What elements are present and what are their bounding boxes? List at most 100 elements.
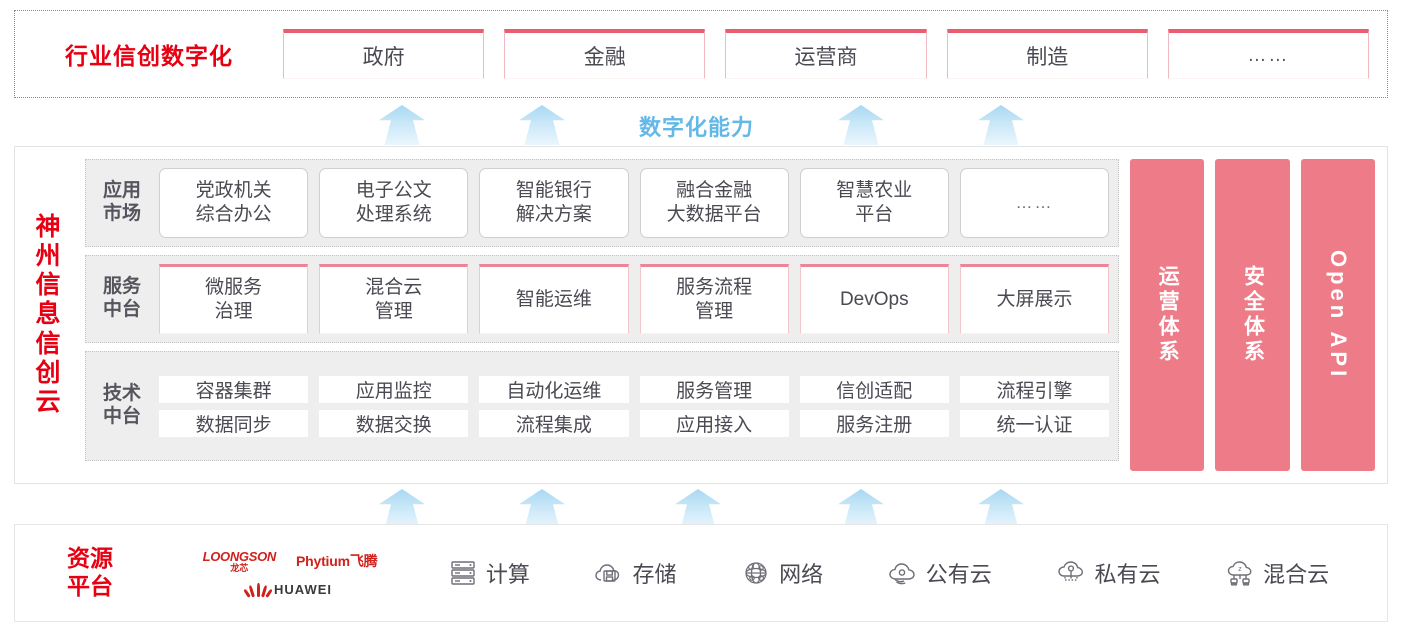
tech-card-app-monitoring[interactable]: 应用监控 — [319, 375, 469, 403]
app-card-smart-agriculture[interactable]: 智慧农业 平台 — [799, 168, 949, 238]
tech-card-xinchuang-adaptation[interactable]: 信创适配 — [799, 375, 949, 403]
loongson-logo-en: LOONGSON — [202, 548, 277, 564]
layer-app-market-label: 应用 市场 — [95, 180, 149, 226]
huawei-logo: HUAWEI — [243, 581, 332, 598]
card-line: 融合金融 — [676, 180, 753, 202]
card-line: 解决方案 — [515, 204, 592, 225]
industry-card-finance[interactable]: 金融 — [504, 29, 706, 79]
resource-item-label: 存储 — [632, 562, 677, 587]
service-card-devops[interactable]: DevOps — [799, 264, 949, 334]
card-line: 管理 — [374, 301, 413, 322]
industry-card-manufacturing[interactable]: 制造 — [946, 29, 1148, 79]
tech-card-data-sync[interactable]: 数据同步 — [159, 409, 309, 437]
layer-label-line: 服务 — [102, 276, 141, 298]
pillar-operations-system[interactable]: 运营体系 — [1130, 159, 1205, 471]
cloud-layer-stack: 应用 市场 党政机关 综合办公 电子公文 处理系统 — [85, 159, 1119, 471]
industry-card-list: 政府 金融 运营商 制造 …… — [283, 29, 1387, 79]
resource-item-public-cloud[interactable]: 公有云 — [887, 557, 992, 589]
industry-band: 行业信创数字化 政府 金融 运营商 制造 …… — [14, 10, 1388, 98]
app-card-more[interactable]: …… — [959, 168, 1110, 238]
resource-item-label: 混合云 — [1263, 562, 1330, 587]
tech-card-process-engine[interactable]: 流程引擎 — [959, 375, 1110, 403]
capability-arrow-strip-bottom — [0, 487, 1402, 529]
resource-item-compute[interactable]: 计算 — [447, 557, 530, 589]
cloud-platform-card: 神 州 信 息 信 创 云 应用 市场 党政机关 综合办公 — [14, 146, 1388, 484]
layer-tech-platform-label: 技术 中台 — [95, 383, 149, 429]
app-card-edoc-system[interactable]: 电子公文 处理系统 — [319, 168, 469, 238]
huawei-logo-text: HUAWEI — [274, 581, 332, 597]
app-card-smart-bank[interactable]: 智能银行 解决方案 — [479, 168, 629, 238]
cloud-title-char: 云 — [35, 388, 61, 417]
tech-card-automated-ops[interactable]: 自动化运维 — [479, 375, 629, 403]
card-line: 混合云 — [365, 277, 423, 299]
app-card-govt-office[interactable]: 党政机关 综合办公 — [159, 168, 309, 238]
layer-app-market-items: 党政机关 综合办公 电子公文 处理系统 智能银行 解决方案 — [159, 168, 1110, 238]
capability-label: 数字化能力 — [639, 115, 755, 140]
cloud-storage-icon — [593, 557, 625, 589]
tech-card-process-integration[interactable]: 流程集成 — [479, 409, 629, 437]
tech-card-service-mgmt[interactable]: 服务管理 — [639, 375, 789, 403]
vendor-logo-row-bottom: HUAWEI — [243, 581, 332, 598]
resource-item-label: 计算 — [485, 562, 530, 587]
service-card-smart-ops[interactable]: 智能运维 — [479, 264, 629, 334]
layer-label-line: 应用 — [102, 180, 141, 202]
card-line: 综合办公 — [195, 204, 272, 225]
tech-row-top: 容器集群 应用监控 自动化运维 服务管理 信创适配 流程引擎 — [159, 375, 1110, 403]
resource-platform-title: 资源 平台 — [15, 545, 165, 600]
card-line: 大屏展示 — [996, 289, 1073, 311]
industry-card-government[interactable]: 政府 — [283, 29, 485, 79]
layer-label-line: 中台 — [102, 299, 141, 320]
resource-item-hybrid-cloud[interactable]: z 混合云 — [1224, 557, 1329, 589]
hybrid-cloud-icon: z — [1224, 557, 1256, 589]
tech-card-service-registry[interactable]: 服务注册 — [799, 409, 949, 437]
layer-label-line: 市场 — [102, 203, 141, 224]
industry-band-title: 行业信创数字化 — [65, 43, 233, 69]
resource-item-label: 网络 — [779, 562, 824, 587]
up-arrow-icon — [978, 489, 1024, 529]
tech-card-app-access[interactable]: 应用接入 — [639, 409, 789, 437]
card-line: 智慧农业 — [836, 180, 913, 202]
loongson-logo-cn: 龙芯 — [230, 562, 249, 573]
capability-arrow-strip-top — [0, 101, 1402, 145]
resource-item-label: 私有云 — [1094, 562, 1161, 587]
private-cloud-icon — [1055, 557, 1087, 589]
service-card-dashboard[interactable]: 大屏展示 — [959, 264, 1110, 334]
industry-card-telecom[interactable]: 运营商 — [725, 29, 927, 79]
tech-card-unified-auth[interactable]: 统一认证 — [959, 409, 1110, 437]
up-arrow-icon — [379, 105, 425, 145]
resource-item-private-cloud[interactable]: 私有云 — [1055, 557, 1160, 589]
layer-tech-platform: 技术 中台 容器集群 应用监控 自动化运维 服务管理 信创适配 流程引擎 数据同… — [85, 351, 1119, 461]
service-card-hybrid-cloud-mgmt[interactable]: 混合云 管理 — [319, 264, 469, 334]
card-line: 微服务 — [205, 277, 263, 299]
cloud-title-char: 息 — [35, 300, 61, 329]
card-line: DevOps — [839, 289, 909, 311]
industry-card-more[interactable]: …… — [1167, 29, 1370, 79]
service-card-process-mgmt[interactable]: 服务流程 管理 — [639, 264, 789, 334]
app-card-finance-bigdata[interactable]: 融合金融 大数据平台 — [639, 168, 789, 238]
server-icon — [447, 557, 479, 589]
resource-item-label: 公有云 — [925, 562, 992, 587]
pillar-label: 安全体系 — [1241, 265, 1265, 365]
resource-platform-card: 资源 平台 LOONGSON 龙芯 Phytium飞腾 HUAWEI — [14, 524, 1388, 622]
tech-card-container-cluster[interactable]: 容器集群 — [159, 375, 309, 403]
pillar-open-api[interactable]: Open API — [1300, 159, 1375, 471]
service-card-microservice-governance[interactable]: 微服务 治理 — [159, 264, 309, 334]
cloud-platform-body: 应用 市场 党政机关 综合办公 电子公文 处理系统 — [81, 147, 1387, 483]
pillar-security-system[interactable]: 安全体系 — [1215, 159, 1290, 471]
vendor-logo-group: LOONGSON 龙芯 Phytium飞腾 HUAWEI — [165, 548, 415, 598]
layer-label-line: 中台 — [102, 406, 141, 427]
resource-item-storage[interactable]: 存储 — [593, 557, 676, 589]
cloud-title-char: 信 — [35, 329, 61, 358]
card-line: 治理 — [214, 301, 253, 322]
public-cloud-icon — [887, 557, 919, 589]
phytium-logo: Phytium飞腾 — [296, 553, 378, 569]
card-line: 大数据平台 — [666, 204, 762, 225]
up-arrow-icon — [838, 489, 884, 529]
loongson-logo: LOONGSON 龙芯 — [202, 548, 277, 573]
layer-service-platform-items: 微服务 治理 混合云 管理 智能运维 — [159, 264, 1110, 334]
up-arrow-icon — [379, 489, 425, 529]
layer-service-platform-label: 服务 中台 — [95, 276, 149, 322]
up-arrow-icon — [675, 489, 721, 529]
tech-card-data-exchange[interactable]: 数据交换 — [319, 409, 469, 437]
resource-item-network[interactable]: 网络 — [740, 557, 823, 589]
